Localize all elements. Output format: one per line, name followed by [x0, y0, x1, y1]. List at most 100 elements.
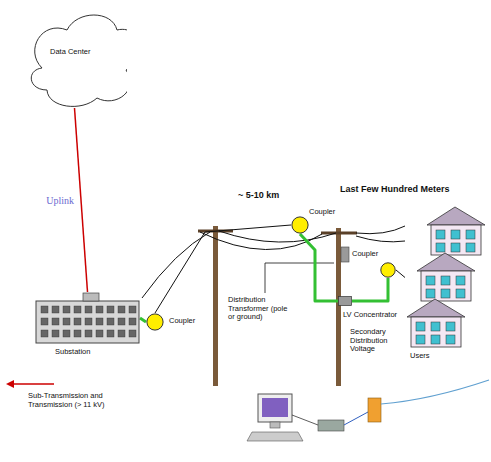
drawing-part	[147, 314, 163, 330]
drawing-part	[12, 383, 54, 385]
drawing-part	[344, 412, 368, 425]
annotation-label: Last Few Hundred Meters	[340, 184, 450, 194]
houses-node: Users	[405, 205, 487, 350]
annotation-label: Secondary Distribution Voltage	[350, 328, 398, 354]
drawing-part	[41, 306, 48, 313]
drawing-part	[107, 306, 114, 313]
node-label: Data Center	[50, 48, 90, 57]
node-label: Substation	[55, 348, 90, 357]
drawing-part	[341, 247, 349, 262]
drawing-part	[427, 207, 485, 225]
drawing-part	[96, 330, 103, 337]
drawing-part	[247, 432, 303, 441]
drawing-part	[36, 301, 139, 343]
leader-line	[265, 263, 334, 293]
drawing-part	[318, 420, 344, 431]
drawing-part	[96, 306, 103, 313]
cloud-node: Data Center	[22, 8, 127, 108]
concentrator-box: LV Concentrator	[338, 296, 352, 306]
coupler-circle: Coupler	[291, 216, 309, 234]
drawing-part	[213, 226, 218, 386]
drawing-part	[456, 289, 465, 298]
drawing-part	[63, 330, 70, 337]
drawing-part	[52, 306, 59, 313]
node-label: Coupler	[309, 208, 335, 217]
drawing-part	[63, 306, 70, 313]
drawing-part	[368, 398, 381, 422]
utility-pole	[198, 226, 233, 386]
power-wire	[142, 226, 405, 298]
drawing-part	[446, 335, 455, 344]
drawing-part	[396, 270, 405, 278]
annotation-label: Sub-Transmission and Transmission (> 11 …	[28, 392, 116, 409]
drawing-part	[118, 330, 125, 337]
drawing-part	[441, 276, 450, 285]
drawing-part	[75, 108, 88, 292]
connector	[300, 234, 338, 301]
drawing-part	[107, 330, 114, 337]
drawing-part	[52, 330, 59, 337]
node-shape	[380, 262, 396, 278]
node-shape	[22, 8, 127, 108]
drawing-part	[451, 230, 460, 239]
drawing-part	[466, 230, 475, 239]
drawing-part	[41, 330, 48, 337]
drawing-part	[431, 322, 440, 331]
node-shape	[291, 216, 309, 234]
connector	[140, 318, 146, 322]
annotation-label: ~ 5-10 km	[238, 190, 279, 200]
drawing-part	[142, 232, 210, 298]
node-shape	[146, 313, 164, 331]
drawing-part	[426, 289, 435, 298]
coupler-circle: Coupler	[380, 262, 396, 278]
drawing-part	[321, 232, 357, 235]
drawing-part	[300, 234, 338, 301]
drawing-part	[292, 217, 308, 233]
drawing-part	[416, 322, 425, 331]
drawing-part	[155, 225, 291, 313]
drawing-part	[356, 236, 405, 242]
node-label: Coupler	[169, 317, 195, 326]
drawing-part	[339, 297, 352, 306]
drawing-part	[85, 318, 92, 325]
node-shape	[338, 296, 352, 306]
drawing-part	[74, 306, 81, 313]
computer	[247, 394, 318, 441]
drawing-part	[436, 230, 445, 239]
coupler-circle: Coupler	[146, 313, 164, 331]
drawing-part	[381, 263, 395, 277]
node-label: Users	[410, 352, 430, 361]
drawing-part	[421, 271, 471, 301]
modem	[318, 380, 489, 431]
drawing-part	[85, 330, 92, 337]
drawing-part	[417, 253, 475, 271]
annotation-label: Distribution Transformer (pole or ground…	[228, 296, 292, 322]
drawing-part	[83, 293, 99, 301]
drawing-part	[85, 306, 92, 313]
drawing-part	[446, 322, 455, 331]
drawing-part	[411, 317, 461, 347]
drawing-part	[356, 226, 405, 234]
node-shape	[35, 292, 140, 344]
drawing-part	[74, 330, 81, 337]
drawing-part	[129, 318, 136, 325]
drawing-part	[31, 15, 127, 106]
drawing-part	[407, 299, 465, 317]
drawing-part	[431, 335, 440, 344]
drawing-part	[416, 335, 425, 344]
node-label: LV Concentrator	[343, 311, 397, 320]
drawing-part	[292, 415, 318, 425]
drawing-part	[262, 398, 288, 417]
drawing-part	[63, 318, 70, 325]
drawing-part	[129, 330, 136, 337]
drawing-part	[436, 243, 445, 252]
connector	[75, 108, 88, 292]
drawing-part	[381, 380, 489, 404]
connector	[352, 278, 388, 301]
drawing-part	[107, 318, 114, 325]
drawing-part	[431, 225, 481, 255]
drawing-part	[140, 318, 146, 322]
utility-pole	[321, 228, 357, 386]
drawing-part	[200, 232, 322, 250]
drawing-part	[6, 380, 14, 388]
